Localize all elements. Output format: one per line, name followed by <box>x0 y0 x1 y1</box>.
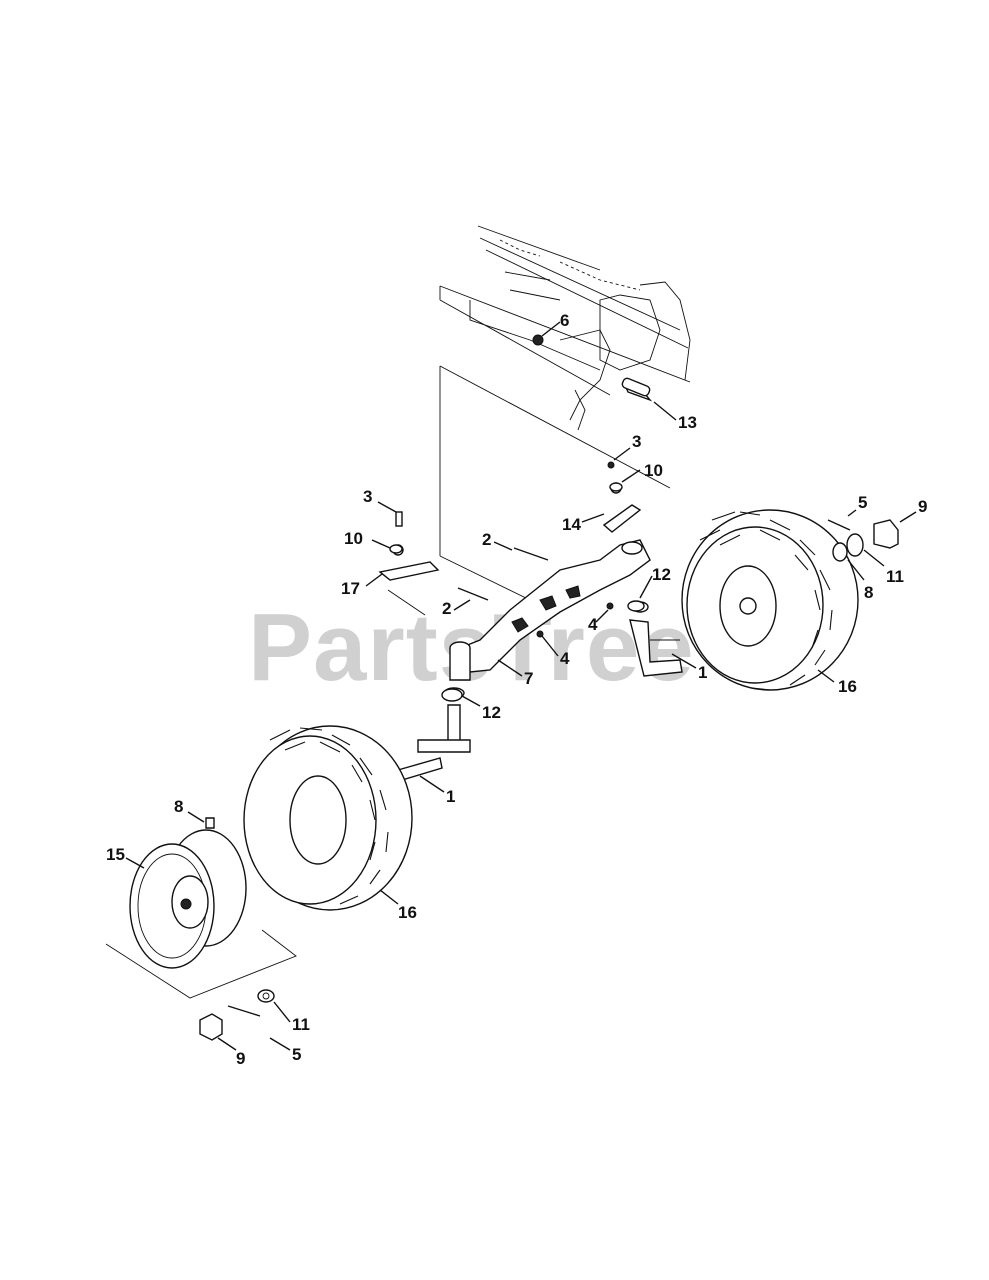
tractor-frame <box>439 225 691 431</box>
callout-10: 10 <box>344 529 363 548</box>
left-rim <box>129 817 247 969</box>
callout-labels: 6 13 3 10 14 3 10 17 2 2 12 4 4 7 12 1 1… <box>106 311 927 1068</box>
callout-14: 14 <box>562 515 581 534</box>
callout-2: 2 <box>482 530 491 549</box>
callout-9: 9 <box>236 1049 245 1068</box>
assembly-guide-lines <box>387 365 680 641</box>
callout-15: 15 <box>106 845 125 864</box>
callout-12: 12 <box>482 703 501 722</box>
left-wheel <box>243 725 413 911</box>
callout-17: 17 <box>341 579 360 598</box>
callout-5: 5 <box>292 1045 301 1064</box>
callout-1: 1 <box>698 663 707 682</box>
nut-icon <box>532 334 544 346</box>
callout-leaders <box>125 321 917 1051</box>
callout-5: 5 <box>858 493 867 512</box>
callout-7: 7 <box>524 669 533 688</box>
callout-3: 3 <box>363 487 372 506</box>
callout-3: 3 <box>632 432 641 451</box>
pin-13 <box>621 377 651 397</box>
steering-arm-17 <box>378 561 440 581</box>
bolts <box>457 547 614 638</box>
hub-parts-right <box>827 519 899 562</box>
hub-parts-lower <box>105 929 297 1041</box>
right-wheel <box>681 509 859 691</box>
callout-10: 10 <box>644 461 663 480</box>
callout-8: 8 <box>864 583 873 602</box>
callout-9: 9 <box>918 497 927 516</box>
callout-4: 4 <box>560 649 570 668</box>
callout-11: 11 <box>292 1015 310 1034</box>
callout-6: 6 <box>560 311 569 330</box>
hub-nut-icon <box>199 1013 223 1041</box>
callout-4: 4 <box>588 615 598 634</box>
valve-stem-icon <box>205 817 215 829</box>
callout-12: 12 <box>652 565 671 584</box>
callout-2: 2 <box>442 599 451 618</box>
front-axle <box>449 539 651 681</box>
washers <box>389 482 645 702</box>
callout-16: 16 <box>398 903 417 922</box>
callout-13: 13 <box>678 413 697 432</box>
callout-8: 8 <box>174 797 183 816</box>
steering-arm-14 <box>602 504 642 533</box>
callout-11: 11 <box>886 567 904 586</box>
callout-16: 16 <box>838 677 857 696</box>
callout-1: 1 <box>446 787 455 806</box>
